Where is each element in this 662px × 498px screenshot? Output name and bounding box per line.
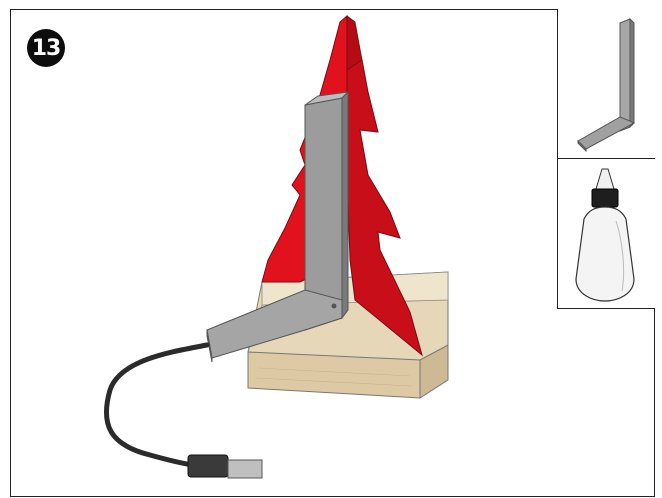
usb-plug-connector: [228, 460, 262, 478]
carpenter-square-icon: [558, 9, 655, 159]
glue-bottle-icon: [558, 159, 655, 308]
carpenter-square: [207, 92, 348, 362]
tool-cell-carpenter-square: [558, 9, 655, 159]
required-tools-panel: [557, 9, 655, 309]
usb-cable: [106, 345, 262, 478]
tool-cell-glue-bottle: [558, 159, 655, 308]
usb-plug-housing: [188, 455, 228, 477]
